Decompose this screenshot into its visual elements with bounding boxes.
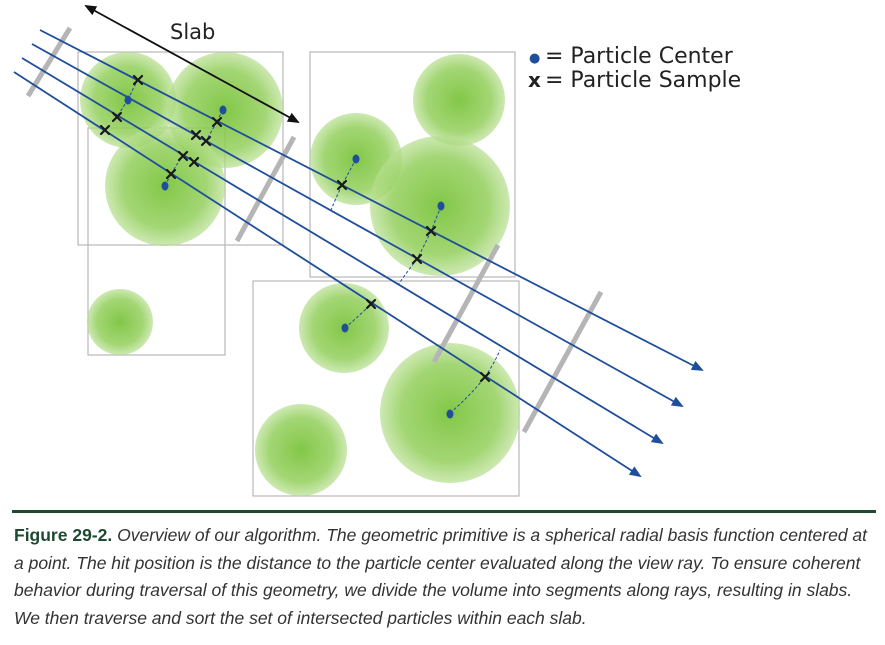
particle-sample-mark	[479, 371, 491, 383]
legend-sample-label: = Particle Sample	[545, 68, 741, 93]
slab-label: Slab	[170, 20, 215, 44]
particle-center-dot	[161, 181, 169, 191]
figure-label: Figure 29-2.	[14, 525, 113, 545]
legend: ● = Particle Center x = Particle Sample	[528, 44, 741, 93]
particle-sample-mark	[425, 225, 437, 237]
particle-sample-mark	[165, 168, 177, 180]
legend-center-symbol: ●	[529, 51, 540, 66]
particle-sample-mark	[190, 129, 202, 141]
particle-center-dot	[219, 105, 227, 115]
figure-caption-text: Overview of our algorithm. The geometric…	[14, 525, 868, 628]
slab-boundary	[234, 135, 297, 243]
particle	[413, 54, 505, 146]
particle-sample-mark	[336, 179, 348, 191]
particle-sample-mark	[200, 135, 212, 147]
legend-center-label: = Particle Center	[545, 44, 734, 69]
caption-divider	[12, 510, 876, 513]
particle-center-dot	[341, 323, 349, 333]
particle-sample-mark	[177, 150, 189, 162]
particle	[255, 404, 347, 496]
particle-sample-mark	[188, 156, 200, 168]
grid-cell	[309, 51, 516, 278]
particle-center-dot	[124, 95, 132, 105]
particle	[87, 289, 153, 355]
legend-sample-symbol: x	[528, 68, 541, 92]
particle-sample-mark	[99, 124, 111, 136]
particles	[80, 52, 520, 496]
particle-center-dot	[437, 201, 445, 211]
particle-sample-mark	[365, 298, 377, 310]
slab-direction-arrow	[84, 5, 300, 123]
grid-cell	[252, 280, 520, 497]
algorithm-diagram: Slab ● = Particle Center x = Particle Sa…	[13, 5, 741, 497]
slab-boundary	[431, 243, 501, 364]
particle-sample-mark	[411, 253, 423, 265]
figure-caption: Figure 29-2. Overview of our algorithm. …	[14, 522, 876, 632]
particle-center-dot	[446, 409, 454, 419]
particle-center-dot	[352, 154, 360, 164]
ray	[13, 71, 642, 478]
